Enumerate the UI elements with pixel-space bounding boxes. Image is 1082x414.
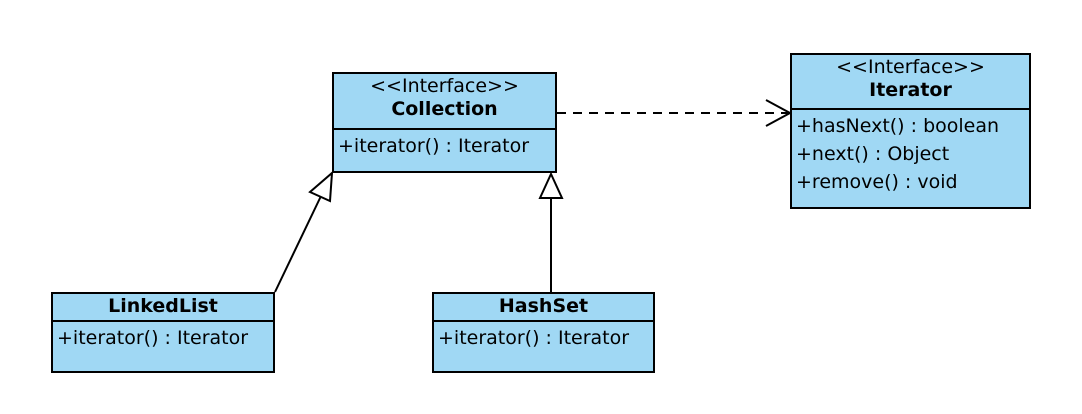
- class-box-collection[interactable]: <<Interface>> Collection +iterator() : I…: [332, 72, 557, 173]
- operations-compartment: +iterator() : Iterator: [334, 130, 555, 162]
- class-header: LinkedList: [53, 294, 273, 322]
- class-name: Iterator: [869, 79, 952, 101]
- operation: +iterator() : Iterator: [438, 327, 630, 349]
- class-box-hashset[interactable]: HashSet +iterator() : Iterator: [432, 292, 655, 373]
- stereotype-label: <<Interface>>: [836, 56, 985, 78]
- operation: +iterator() : Iterator: [57, 327, 249, 349]
- operation: +iterator() : Iterator: [338, 135, 530, 157]
- class-header: HashSet: [434, 294, 653, 322]
- operation: +remove() : void: [796, 171, 958, 193]
- class-box-linkedlist[interactable]: LinkedList +iterator() : Iterator: [51, 292, 275, 373]
- class-name: HashSet: [498, 295, 589, 317]
- class-box-iterator[interactable]: <<Interface>> Iterator +hasNext() : bool…: [790, 53, 1031, 209]
- operations-compartment: +iterator() : Iterator: [53, 322, 273, 354]
- operations-compartment: +iterator() : Iterator: [434, 322, 653, 354]
- realization-linkedlist-to-collection: [274, 170, 334, 293]
- class-header: <<Interface>> Iterator: [792, 55, 1029, 110]
- class-header: <<Interface>> Collection: [334, 74, 555, 130]
- class-name: LinkedList: [108, 295, 218, 317]
- dependency-collection-to-iterator: [557, 99, 793, 127]
- realization-hashset-to-collection: [538, 171, 564, 292]
- hollow-triangle-arrowhead-icon: [538, 171, 564, 199]
- operation: +next() : Object: [796, 143, 950, 165]
- class-name: Collection: [391, 98, 498, 120]
- operation: +hasNext() : boolean: [796, 115, 1000, 137]
- hollow-triangle-arrowhead-icon: [308, 170, 334, 203]
- stereotype-label: <<Interface>>: [370, 75, 519, 97]
- operations-compartment: +hasNext() : boolean +next() : Object +r…: [792, 110, 1029, 198]
